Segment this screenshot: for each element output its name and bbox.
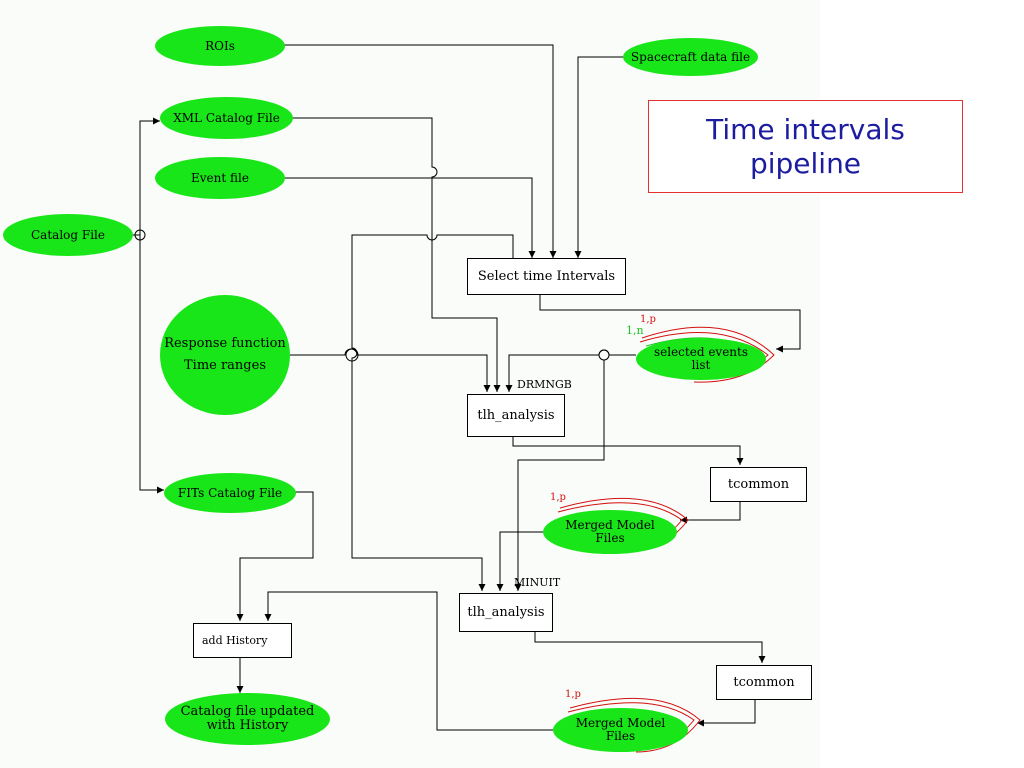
- label-drmngb: DRMNGB: [517, 378, 572, 391]
- wire-catalog-fits: [139, 235, 164, 494]
- wire-response-tlh1: [290, 348, 491, 392]
- node-event-file-label: Event file: [191, 171, 249, 185]
- junction-catalog: [134, 229, 146, 241]
- wire-catalog-trunk: [133, 117, 160, 236]
- diagram-title-line-1: Time intervals: [706, 112, 905, 146]
- node-xml-catalog-label: XML Catalog File: [173, 111, 280, 125]
- node-event-file: Event file: [155, 157, 285, 199]
- node-fits-catalog-label: FITs Catalog File: [177, 486, 283, 500]
- wire-loop-select: [351, 234, 514, 591]
- node-merged-1-label-1: Merged Model: [565, 518, 655, 532]
- multiplicity-merged-2: 1,p: [565, 689, 581, 700]
- node-selected-events: selected events list: [636, 338, 766, 380]
- node-rois: ROIs: [155, 26, 285, 66]
- wire-tlh2-tcommon2: [534, 632, 766, 663]
- multiplicity-arc-merged2-b: [569, 697, 701, 753]
- node-merged-1-label-2: Files: [595, 531, 625, 545]
- node-response-label-2: Time ranges: [183, 358, 266, 373]
- wire-tcommon2-merged2: [697, 700, 756, 727]
- node-merged-2-label-2: Files: [605, 729, 636, 743]
- wire-merged2-history: [264, 591, 555, 731]
- node-spacecraft: Spacecraft data file: [623, 38, 758, 76]
- node-response-function: Response function Time ranges: [160, 295, 290, 415]
- wire-tcommon1-merged1: [680, 502, 741, 524]
- wire-rois-select: [283, 44, 557, 258]
- node-tcommon-2: tcommon: [716, 665, 812, 700]
- wire-events-tlh2: [514, 360, 605, 591]
- node-catalog-updated-label-1: Catalog file updated: [180, 704, 315, 719]
- node-add-history: add History: [193, 623, 292, 658]
- node-tlh-analysis-1: tlh_analysis: [467, 394, 565, 437]
- diagram-title-box: Time intervals pipeline: [648, 100, 963, 193]
- wire-merged1-tlh2: [496, 531, 545, 591]
- diagram-title-line-2: pipeline: [749, 146, 862, 180]
- node-merged-2-label-1: Merged Model: [575, 716, 666, 730]
- node-merged-model-2: Merged Model Files: [553, 708, 688, 752]
- node-tlh-analysis-2: tlh_analysis: [459, 593, 553, 632]
- node-selected-events-label-2: list: [691, 358, 711, 372]
- label-minuit: MINUIT: [514, 576, 561, 589]
- junction-events: [598, 349, 610, 361]
- wire-fits-history: [236, 491, 314, 621]
- node-spacecraft-label: Spacecraft data file: [630, 50, 751, 64]
- node-add-history-label: add History: [202, 634, 268, 647]
- node-select-time-intervals-label: Select time Intervals: [477, 269, 616, 284]
- node-tcommon-2-label: tcommon: [733, 675, 795, 690]
- node-catalog-updated-label-2: with History: [206, 718, 289, 733]
- node-xml-catalog: XML Catalog File: [160, 97, 293, 139]
- wire-select-events: [539, 295, 801, 353]
- node-selected-events-label-1: selected events: [653, 345, 749, 359]
- junction-response: [345, 348, 359, 362]
- node-catalog-updated: Catalog file updated with History: [165, 693, 330, 745]
- wire-tlh1-tcommon1: [512, 437, 744, 465]
- node-tcommon-1: tcommon: [710, 467, 807, 502]
- node-fits-catalog: FITs Catalog File: [164, 473, 296, 513]
- node-merged-model-1: Merged Model Files: [543, 510, 677, 554]
- multiplicity-events-red: 1,p: [640, 314, 656, 325]
- multiplicity-events-green: 1,n: [626, 324, 644, 337]
- node-rois-label: ROIs: [205, 39, 235, 53]
- connector-wires: [133, 44, 801, 753]
- multiplicity-arc-events-red2: [641, 326, 775, 383]
- node-tcommon-1-label: tcommon: [727, 477, 790, 492]
- wire-spacecraft-select: [574, 56, 628, 258]
- node-catalog-file: Catalog File: [3, 214, 133, 256]
- node-select-time-intervals: Select time Intervals: [467, 258, 626, 295]
- wire-event-select: [283, 177, 536, 258]
- multiplicity-merged-1: 1,p: [550, 492, 566, 503]
- wire-xml-tlh1: [290, 117, 501, 392]
- node-tlh-analysis-2-label: tlh_analysis: [467, 605, 545, 620]
- node-tlh-analysis-1-label: tlh_analysis: [477, 408, 555, 423]
- node-catalog-file-label: Catalog File: [31, 228, 105, 242]
- node-response-label-1: Response function: [164, 336, 286, 351]
